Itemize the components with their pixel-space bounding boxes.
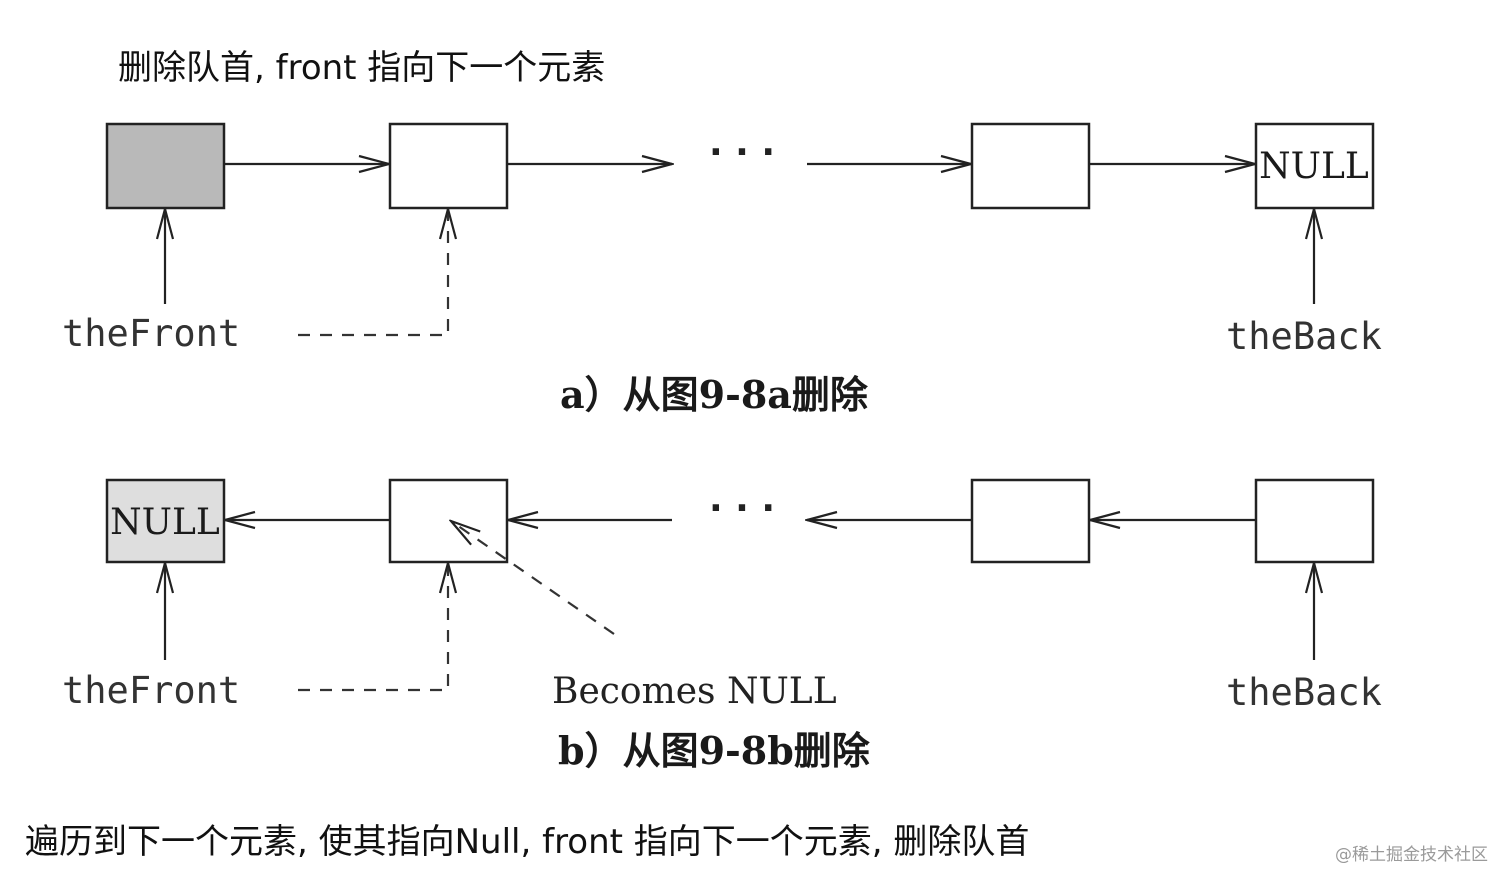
last-node-text-a: NULL [1259,146,1369,187]
becomes-null-dashed-arrow [451,521,615,635]
front-label-b: theFront [62,669,240,712]
new-front-dashed-arrow-b [298,563,448,692]
ellipsis-a: · · · [709,132,775,173]
caption-a: a）从图9-8a删除 [560,372,869,417]
ellipsis-b: · · · [709,488,775,529]
last-node-b [1254,478,1375,564]
becomes-null-label: Becomes NULL [552,671,837,712]
second-node-b [388,478,509,564]
penultimate-node-b [970,478,1091,564]
penultimate-node-a [970,122,1091,210]
front-label-a: theFront [62,312,240,355]
deleted-front-node-a [105,122,226,210]
diagram-b: NULL · · · Becomes NULL theFront theBack… [62,478,1382,773]
top-heading: 删除队首, front 指向下一个元素 [118,48,605,88]
watermark: @稀土掘金技术社区 [1335,845,1488,865]
second-node-a [388,122,509,210]
front-node-text-b: NULL [110,502,220,543]
new-front-dashed-arrow-a [298,209,448,337]
back-label-b: theBack [1226,671,1382,714]
back-label-a: theBack [1226,315,1382,358]
caption-b: b）从图9-8b删除 [558,728,871,773]
diagram-a: NULL · · · theFront theBack a）从图9-8a删除 [62,122,1382,417]
bottom-heading: 遍历到下一个元素, 使其指向Null, front 指向下一个元素, 删除队首 [25,822,1029,862]
